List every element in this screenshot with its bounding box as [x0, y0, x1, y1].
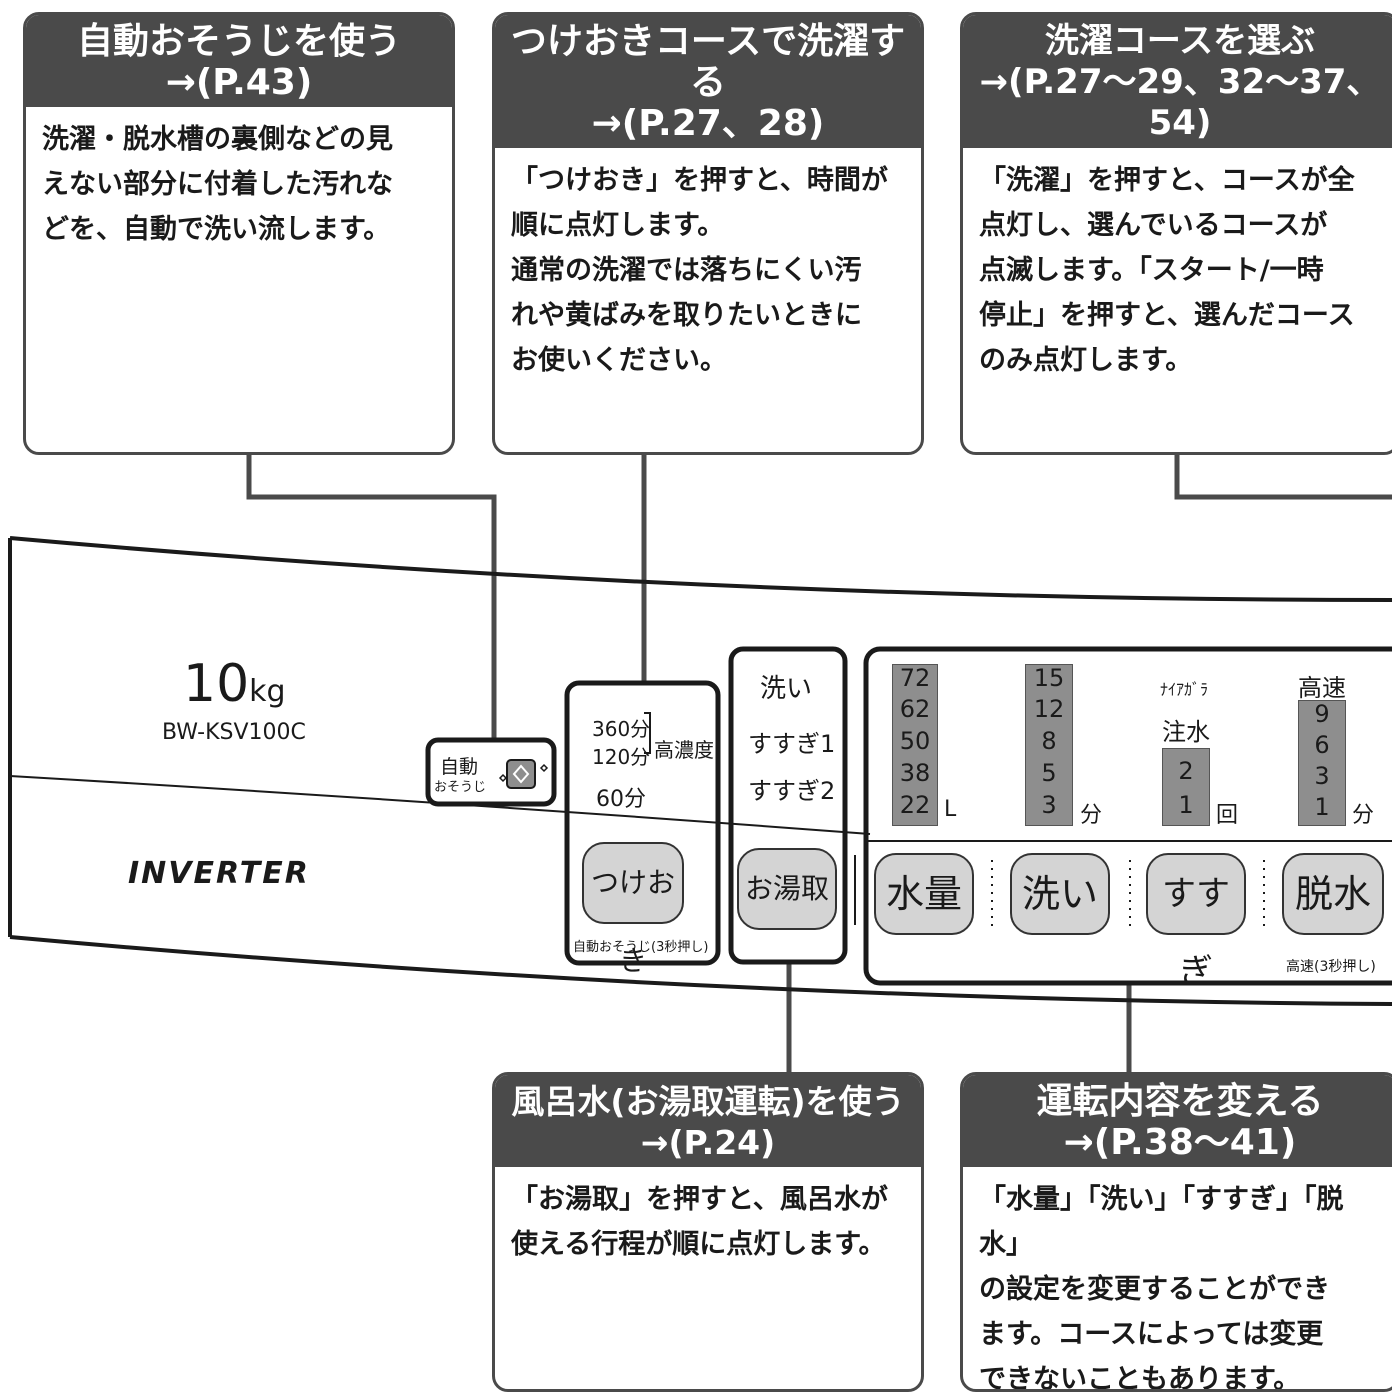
- callout-line: どを、自動で洗い流します。: [42, 214, 391, 245]
- callout-ref: →(P.24): [640, 1123, 776, 1162]
- model-name: BW-KSV100C: [162, 720, 306, 745]
- water-level-62: 62: [899, 695, 931, 723]
- spin-time-9: 9: [1314, 700, 1330, 728]
- callout-line: できないこともあります。: [979, 1364, 1301, 1392]
- callout-auto-clean: 自動おそうじを使う→(P.43) 洗濯・脱水槽の裏側などの見 えない部分に付着し…: [23, 12, 455, 455]
- spin-time-6: 6: [1314, 731, 1330, 759]
- rinse-count-1: 1: [1178, 791, 1194, 819]
- callout-change: 運転内容を変える→(P.38〜41) 「水量」「洗い」「すすぎ」「脱水」 の設定…: [960, 1072, 1392, 1392]
- spin-time-3: 3: [1314, 762, 1330, 790]
- callout-title: 自動おそうじを使う: [76, 21, 401, 62]
- water-level-bar: [892, 664, 938, 826]
- main-frame: [863, 646, 1392, 986]
- callout-title: 運転内容を変える: [1036, 1081, 1324, 1122]
- callout-line: 通常の洗濯では落ちにくい汚: [511, 255, 862, 286]
- auto-clean-sublabel: おそうじ: [434, 780, 487, 795]
- rinse-niagara-label: ﾅｲｱｶﾞﾗ: [1160, 680, 1209, 699]
- callout-ref: →(P.27、28): [591, 103, 825, 144]
- spin-button[interactable]: 脱水: [1282, 853, 1384, 935]
- wash-time-3: 3: [1041, 791, 1057, 819]
- auto-clean-frame: [425, 737, 557, 807]
- water-level-72: 72: [899, 664, 931, 692]
- rinse-count-bar: [1162, 748, 1210, 826]
- panel-bottom-edge: [9, 935, 1392, 1006]
- bath-button[interactable]: お湯取: [737, 848, 837, 930]
- rinse-pour-label: 注水: [1162, 718, 1210, 746]
- auto-clean-label: 自動: [440, 756, 479, 778]
- spin-unit: 分: [1352, 803, 1375, 828]
- callout-line: 「つけおき」を押すと、時間が: [511, 165, 888, 196]
- water-level-50: 50: [899, 727, 931, 755]
- panel-top-edge: [9, 536, 1392, 602]
- callout-line: 使える行程が順に点灯します。: [511, 1229, 886, 1260]
- wash-time-5: 5: [1041, 759, 1057, 787]
- wash-time-8: 8: [1041, 727, 1057, 755]
- spin-note: 高速(3秒押し): [1286, 959, 1376, 975]
- callout-line: 「洗濯」を押すと、コースが全: [979, 165, 1355, 196]
- callout-line: 「お湯取」を押すと、風呂水が: [511, 1184, 888, 1215]
- wash-time-bar: [1025, 664, 1073, 826]
- callout-line: の設定を変更することができ: [979, 1274, 1330, 1305]
- rinse-count-2: 2: [1178, 757, 1194, 785]
- spin-time-1: 1: [1314, 793, 1330, 821]
- bath-step-wash: 洗い: [760, 674, 813, 704]
- soak-high-label: 高濃度: [654, 738, 714, 762]
- callout-ref: →(P.43): [165, 62, 313, 103]
- soak-button[interactable]: つけおき: [582, 842, 684, 977]
- callout-line: 順に点灯します。: [511, 210, 725, 241]
- brand-logo: INVERTER: [128, 856, 310, 891]
- callout-title: 洗濯コースを選ぶ: [1044, 21, 1316, 61]
- callout-soak: つけおきコースで洗濯する→(P.27、28) 「つけおき」を押すと、時間が 順に…: [492, 12, 924, 455]
- bath-step-rinse2: すすぎ2: [748, 777, 836, 805]
- wash-time-12: 12: [1033, 695, 1065, 723]
- capacity-unit: kg: [249, 674, 286, 709]
- water-unit: L: [944, 797, 957, 822]
- spin-high-label: 高速: [1298, 674, 1346, 702]
- callout-title: 風呂水(お湯取運転)を使う: [511, 1082, 905, 1121]
- soak-time-120: 120分: [592, 745, 651, 769]
- wash-unit: 分: [1080, 803, 1103, 828]
- callout-line: 洗濯・脱水槽の裏側などの見: [42, 124, 393, 155]
- callout-line: ます。コースによっては変更: [979, 1319, 1324, 1350]
- callout-line: 点滅します。「スタート/一時: [979, 255, 1324, 286]
- soak-time-60: 60分: [596, 787, 646, 812]
- callout-ref: →(P.27〜29、32〜37、54): [979, 62, 1381, 143]
- callout-line: のみ点灯します。: [979, 345, 1193, 376]
- auto-clean-button-icon: [506, 759, 536, 789]
- rinse-button[interactable]: すすぎ: [1146, 853, 1246, 992]
- connector-course: [1174, 452, 1392, 500]
- capacity: 10kg: [183, 654, 286, 714]
- callout-course: 洗濯コースを選ぶ→(P.27〜29、32〜37、54) 「洗濯」を押すと、コース…: [960, 12, 1392, 455]
- callout-bath: 風呂水(お湯取運転)を使う→(P.24) 「お湯取」を押すと、風呂水が 使える行…: [492, 1072, 924, 1392]
- spin-time-bar: [1298, 700, 1346, 826]
- callout-line: れや黄ばみを取りたいときに: [511, 300, 862, 331]
- callout-ref: →(P.38〜41): [1063, 1122, 1297, 1163]
- connector-auto-clean: [246, 452, 497, 742]
- capacity-number: 10: [183, 654, 250, 714]
- water-amount-button[interactable]: 水量: [874, 853, 974, 935]
- callout-line: 停止」を押すと、選んだコース: [979, 300, 1355, 331]
- bath-step-rinse1: すすぎ1: [748, 730, 836, 758]
- water-level-38: 38: [899, 759, 931, 787]
- bath-frame: [728, 646, 848, 965]
- soak-time-360: 360分: [592, 717, 651, 741]
- callout-line: えない部分に付着した汚れな: [42, 169, 393, 200]
- water-level-22: 22: [899, 791, 931, 819]
- soak-frame: [564, 680, 721, 966]
- callout-line: お使いください。: [511, 345, 727, 376]
- callout-title: つけおきコースで洗濯する: [510, 21, 906, 103]
- callout-line: 「水量」「洗い」「すすぎ」「脱水」: [979, 1184, 1344, 1260]
- soak-note: 自動おそうじ(3秒押し): [573, 940, 709, 955]
- rinse-unit: 回: [1216, 803, 1239, 828]
- callout-line: 点灯し、選んでいるコースが: [979, 210, 1328, 241]
- wash-time-15: 15: [1033, 664, 1065, 692]
- wash-button[interactable]: 洗い: [1010, 853, 1110, 935]
